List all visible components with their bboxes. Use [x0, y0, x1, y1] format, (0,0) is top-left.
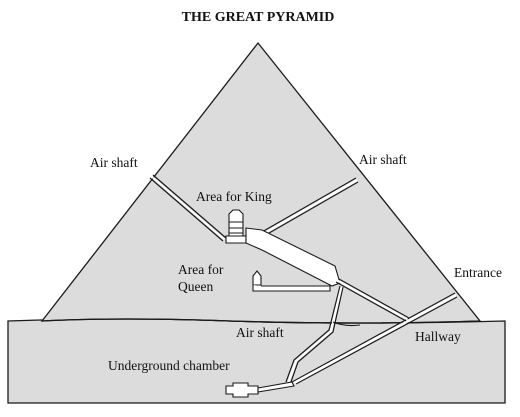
label-air-shaft-lower: Air shaft	[236, 325, 284, 340]
label-underground-chamber: Underground chamber	[108, 358, 230, 373]
hallway	[291, 292, 458, 385]
air-shaft-left	[149, 174, 227, 242]
label-hallway: Hallway	[415, 329, 461, 344]
label-area-for-king: Area for King	[196, 189, 272, 204]
air-shaft-lower	[332, 321, 361, 327]
label-air-shaft-left: Air shaft	[90, 155, 138, 170]
king-chamber	[225, 209, 247, 244]
grand-gallery	[245, 227, 341, 287]
label-entrance: Entrance	[454, 265, 502, 280]
queen-chamber	[252, 270, 331, 292]
label-area-for-queen-line2: Queen	[178, 279, 213, 294]
diagram-title: THE GREAT PYRAMID	[182, 10, 335, 25]
underground-chamber	[225, 381, 295, 398]
label-area-for-queen-line1: Area for	[178, 262, 224, 277]
ascending-passage	[335, 278, 410, 322]
label-air-shaft-right: Air shaft	[359, 152, 407, 167]
well-shaft	[285, 285, 344, 383]
